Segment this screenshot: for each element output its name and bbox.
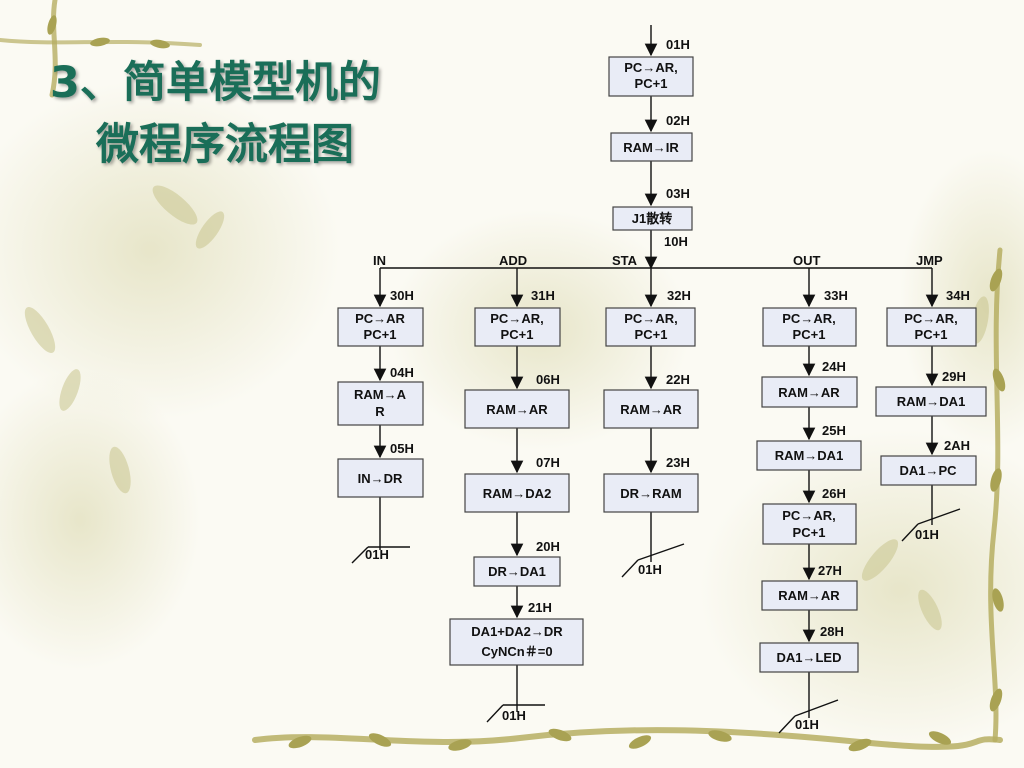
box-02h [610,132,693,162]
box-31h-line1: PC→AR, [490,311,543,326]
box-06h [464,389,570,429]
return-label-in: 01H [365,547,389,562]
box-32h-line2: PC+1 [635,327,668,342]
box-06h-text: RAM→AR [486,402,548,417]
addr-2ah: 2AH [944,438,970,453]
box-23h [603,473,699,513]
addr-26h: 26H [822,486,846,501]
box-2ah-text: DA1→PC [899,463,957,478]
box-29h-text: RAM→DA1 [897,394,966,409]
addr-32h: 32H [667,288,691,303]
branch-out: OUT [793,253,821,268]
box-23h-text: DR→RAM [620,486,681,501]
addr-06h: 06H [536,372,560,387]
branch-sta: STA [612,253,638,268]
addr-23h: 23H [666,455,690,470]
box-32h [605,307,696,347]
box-27h [761,580,858,611]
addr-31h: 31H [531,288,555,303]
branch-in: IN [373,253,386,268]
box-22h [603,389,699,429]
box-04h-line2: R [375,404,385,419]
addr-04h: 04H [390,365,414,380]
box-31h [474,307,561,347]
return-label-out: 01H [795,717,819,732]
addr-29h: 29H [942,369,966,384]
box-32h-line1: PC→AR, [624,311,677,326]
box-34h-line2: PC+1 [915,327,948,342]
box-34h-line1: PC→AR, [904,311,957,326]
addr-03h: 03H [666,186,690,201]
box-30h-line2: PC+1 [364,327,397,342]
branch-jmp: JMP [916,253,943,268]
flow-connectors [351,25,961,734]
box-04h-line1: RAM→A [354,387,407,402]
addr-27h: 27H [818,563,842,578]
box-27h-text: RAM→AR [778,588,840,603]
box-03h [612,206,693,231]
addr-02h: 02H [666,113,690,128]
box-2ah [880,455,977,486]
box-22h-text: RAM→AR [620,402,682,417]
box-21h [449,618,584,666]
box-01h-line1: PC→AR, [624,60,677,75]
page-title: 3、简单模型机的 微程序流程图 [50,52,381,176]
title-line-1: 3、简单模型机的 [50,58,381,108]
box-34h [886,307,977,347]
box-07h [464,473,570,513]
box-05h [337,458,424,498]
addr-07h: 07H [536,455,560,470]
addr-21h: 21H [528,600,552,615]
addr-10h: 10H [664,234,688,249]
box-31h-line2: PC+1 [501,327,534,342]
return-label-sta: 01H [638,562,662,577]
addr-30h: 30H [390,288,414,303]
addr-28h: 28H [820,624,844,639]
return-label-add: 01H [502,708,526,723]
box-24h [761,376,858,408]
box-26h-line1: PC→AR, [782,508,835,523]
box-04h [337,381,424,426]
title-line-2: 微程序流程图 [96,120,354,170]
box-28h [759,642,859,673]
addr-33h: 33H [824,288,848,303]
return-label-jmp: 01H [915,527,939,542]
box-20h-text: DR→DA1 [488,564,546,579]
branch-add: ADD [499,253,527,268]
box-03h-text: J1散转 [632,211,672,226]
box-26h [762,503,857,545]
addr-25h: 25H [822,423,846,438]
box-01h [608,56,694,97]
box-30h-line1: PC→AR [355,311,405,326]
box-33h [762,307,857,347]
addr-05h: 05H [390,441,414,456]
box-20h [473,556,561,587]
box-29h [875,386,987,417]
box-26h-line2: PC+1 [793,525,826,540]
box-24h-text: RAM→AR [778,385,840,400]
box-21h-line2: CyNCn＃=0 [481,644,552,659]
addr-34h: 34H [946,288,970,303]
box-25h [756,440,862,471]
box-33h-line1: PC→AR, [782,311,835,326]
box-25h-text: RAM→DA1 [775,448,844,463]
addr-20h: 20H [536,539,560,554]
box-07h-text: RAM→DA2 [483,486,552,501]
box-33h-line2: PC+1 [793,327,826,342]
box-05h-text: IN→DR [358,471,403,486]
box-02h-text: RAM→IR [623,140,679,155]
addr-01h: 01H [666,37,690,52]
addr-22h: 22H [666,372,690,387]
addr-24h: 24H [822,359,846,374]
box-28h-text: DA1→LED [776,650,841,665]
box-30h [337,307,424,347]
box-21h-line1: DA1+DA2→DR [471,624,563,639]
box-01h-line2: PC+1 [635,76,668,91]
